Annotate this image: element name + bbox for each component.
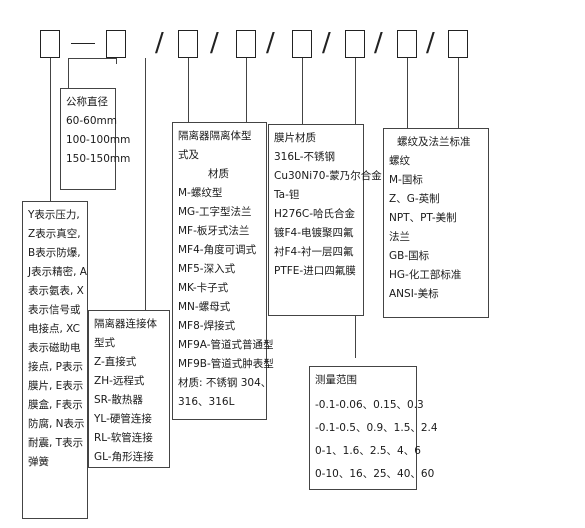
panel-nominal-diameter: 公称直径 60-60mm 100-100mm 150-150mm: [60, 88, 131, 190]
thread-flange-line: 螺纹: [389, 155, 410, 167]
signal-type-line: 膜盒, F表示: [28, 399, 83, 411]
code-slash-3: /: [266, 28, 275, 58]
isolator-type-title: 材质: [208, 168, 229, 180]
signal-type-line: 表示氨表, X: [28, 285, 84, 297]
signal-type-line: 电接点, XC: [28, 323, 80, 335]
nominal-diameter-title: 公称直径: [66, 96, 108, 108]
panel-isolator-type: 隔离器隔离体型式及 材质 M-螺纹型 MG-工字型法兰 MF-板牙式法兰 MF4…: [172, 122, 274, 420]
isolator-type-line: MF9A-管道式普通型: [178, 339, 274, 351]
connector-type-line: YL-硬管连接: [94, 413, 152, 425]
connector-box6: [302, 58, 303, 124]
code-dash: [71, 43, 95, 44]
code-box-5: [292, 30, 312, 58]
code-box-6: [345, 30, 365, 58]
thread-flange-line: HG-化工部标准: [389, 269, 462, 281]
connector-box1: [50, 58, 51, 202]
connector-type-title: 隔离器连接体型式: [94, 318, 157, 349]
connector-type-line: ZH-远程式: [94, 375, 145, 387]
thread-flange-line: NPT、PT-美制: [389, 212, 457, 224]
thread-flange-line: Z、G-英制: [389, 193, 440, 205]
panel-measuring-range: 测量范围 -0.1-0.06、0.15、0.3 -0.1-0.5、0.9、1.5…: [309, 366, 438, 490]
membrane-material-line: 衬F4-衬一层四氟: [274, 246, 354, 258]
membrane-material-line: 316L-不锈钢: [274, 151, 335, 163]
signal-type-line: 表示信号或: [28, 304, 81, 316]
code-box-1: [40, 30, 60, 58]
signal-type-line: B表示防爆,: [28, 247, 81, 259]
membrane-material-line: H276C-哈氏合金: [274, 208, 356, 220]
code-slash-6: /: [426, 28, 435, 58]
connector-box3: [116, 58, 117, 64]
code-slash-2: /: [210, 28, 219, 58]
measuring-range-line: -0.1-0.5、0.9、1.5、2.4: [315, 422, 438, 434]
connector-box2: [68, 58, 69, 88]
connector-box8: [407, 58, 408, 128]
measuring-range-line: 0-10、16、25、40、60: [315, 468, 435, 480]
code-box-3: [178, 30, 198, 58]
code-box-2: [106, 30, 126, 58]
measuring-range-title: 测量范围: [315, 374, 357, 386]
isolator-type-line: MF-板牙式法兰: [178, 225, 250, 237]
connector-box2-h: [68, 58, 116, 59]
isolator-type-line: MF5-深入式: [178, 263, 236, 275]
measuring-range-line: 0-1、1.6、2.5、4、6: [315, 445, 421, 457]
thread-flange-line: ANSI-美标: [389, 288, 439, 300]
isolator-type-line: 材质: 不锈钢 304、: [178, 377, 272, 389]
membrane-material-title: 膜片材质: [274, 132, 316, 144]
isolator-type-line: MG-工字型法兰: [178, 206, 252, 218]
code-box-7: [397, 30, 417, 58]
nominal-diameter-line: 60-60mm: [66, 115, 117, 127]
thread-flange-line: M-国标: [389, 174, 423, 186]
isolator-type-line: M-螺纹型: [178, 187, 223, 199]
nominal-diameter-line: 150-150mm: [66, 153, 131, 165]
panel-signal-type: Y表示压力, Z表示真空, B表示防爆, J表示精密, A 表示氨表, X 表示…: [22, 201, 88, 519]
connector-type-line: GL-角形连接: [94, 451, 154, 463]
code-slash-5: /: [374, 28, 383, 58]
connector-type-line: RL-软管连接: [94, 432, 153, 444]
nominal-diameter-line: 100-100mm: [66, 134, 131, 146]
code-slash-4: /: [322, 28, 331, 58]
signal-type-line: 弹簧: [28, 456, 49, 468]
isolator-type-line: MF4-角度可调式: [178, 244, 257, 256]
membrane-material-line: Cu30Ni70-蒙乃尔合金: [274, 170, 382, 182]
membrane-material-line: PTFE-进口四氟膜: [274, 265, 356, 277]
membrane-material-line: 镀F4-电镀聚四氟: [274, 227, 354, 239]
signal-type-line: 接点, P表示: [28, 361, 84, 373]
connector-type-line: SR-散热器: [94, 394, 143, 406]
panel-thread-flange: 螺纹及法兰标准 螺纹 M-国标 Z、G-英制 NPT、PT-美制 法兰 GB-国…: [383, 128, 489, 318]
connector-box4: [145, 58, 146, 312]
isolator-type-line: MK-卡子式: [178, 282, 229, 294]
connector-type-line: Z-直接式: [94, 356, 137, 368]
code-box-4: [236, 30, 256, 58]
signal-type-line: Z表示真空,: [28, 228, 81, 240]
isolator-type-line: 316、316L: [178, 396, 235, 408]
signal-type-line: 耐震, T表示: [28, 437, 84, 449]
isolator-type-title: 隔离器隔离体型式及: [178, 130, 252, 161]
thread-flange-line: 法兰: [389, 231, 410, 243]
isolator-type-line: MF9B-管道式肿表型: [178, 358, 274, 370]
signal-type-line: 表示磁助电: [28, 342, 81, 354]
thread-flange-title: 螺纹及法兰标准: [397, 136, 471, 148]
panel-membrane-material: 膜片材质 316L-不锈钢 Cu30Ni70-蒙乃尔合金 Ta-钽 H276C-…: [268, 124, 382, 316]
membrane-material-line: Ta-钽: [274, 189, 300, 201]
signal-type-line: 防腐, N表示: [28, 418, 85, 430]
panel-connector-type: 隔离器连接体型式 Z-直接式 ZH-远程式 SR-散热器 YL-硬管连接 RL-…: [88, 310, 170, 468]
code-slash-1: /: [155, 28, 164, 58]
signal-type-line: J表示精密, A: [28, 266, 87, 278]
isolator-type-line: MF8-焊接式: [178, 320, 236, 332]
signal-type-line: Y表示压力,: [28, 209, 80, 221]
signal-type-line: 膜片, E表示: [28, 380, 84, 392]
connector-box8b: [458, 58, 459, 130]
code-box-8: [448, 30, 468, 58]
measuring-range-line: -0.1-0.06、0.15、0.3: [315, 399, 424, 411]
connector-box5: [246, 58, 247, 122]
connector-box3b: [188, 58, 189, 122]
thread-flange-line: GB-国标: [389, 250, 430, 262]
isolator-type-line: MN-螺母式: [178, 301, 231, 313]
